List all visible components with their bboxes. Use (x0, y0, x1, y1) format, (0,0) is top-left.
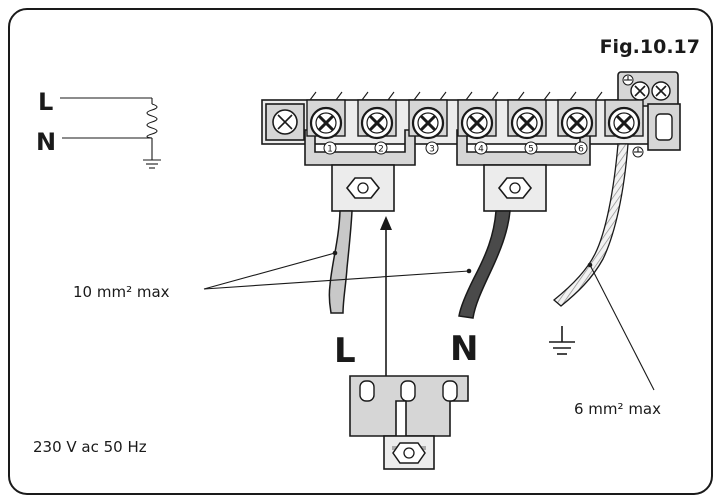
neutral-wire (458, 210, 511, 319)
cable-size-label: 10 mm² max (73, 283, 170, 301)
schematic-line-label: L (38, 88, 53, 116)
live-cable-clamp (331, 164, 395, 212)
arrow-head-icon (380, 216, 392, 230)
terminal-screw-icon (357, 99, 397, 140)
earth-size-label: 6 mm² max (574, 400, 661, 418)
supply-schematic: L N (36, 88, 161, 169)
earth-wire (552, 143, 629, 307)
earth-plate-screw-icon (630, 81, 671, 101)
bridge-nut-icon (392, 442, 426, 464)
svg-text:2: 2 (378, 145, 384, 155)
terminal-number-4: 4 (474, 141, 488, 155)
earth-symbol-icon (549, 326, 575, 355)
schematic-neutral-label: N (36, 128, 56, 156)
earth-marking-icon (622, 74, 634, 86)
terminal-number-5: 5 (524, 141, 538, 155)
figure-title: Fig.10.17 (600, 36, 700, 58)
terminal-number-1: 1 (323, 141, 337, 155)
earth-size-leader (589, 264, 655, 391)
bridge-link-part (349, 375, 469, 470)
svg-text:3: 3 (429, 145, 435, 155)
cable-size-leader-neutral (203, 270, 470, 290)
svg-text:6: 6 (578, 145, 584, 155)
svg-text:1: 1 (327, 145, 333, 155)
bridge-neutral-label: N (450, 329, 478, 369)
terminal-number-3: 3 (425, 141, 439, 155)
neutral-cable-clamp (483, 164, 547, 212)
terminal-number-6: 6 (574, 141, 588, 155)
coil-symbol (146, 103, 158, 139)
supply-rating-label: 230 V ac 50 Hz (33, 438, 147, 456)
terminal-screw-icon (457, 99, 497, 140)
mounting-screw-icon (272, 109, 298, 135)
live-wire (328, 210, 353, 314)
cable-size-leader-live (203, 252, 336, 290)
terminal-screw-icon (408, 99, 448, 140)
terminal-screw-icon (604, 99, 644, 140)
schematic-earth-icon (143, 159, 161, 169)
terminal-screw-icon (557, 99, 597, 140)
terminal-screw-icon (306, 99, 346, 140)
terminal-earth-marking-icon (632, 146, 644, 158)
terminal-screw-icon (507, 99, 547, 140)
terminal-number-2: 2 (374, 141, 388, 155)
svg-text:5: 5 (528, 145, 534, 155)
bridge-live-label: L (334, 331, 356, 371)
svg-text:4: 4 (478, 145, 484, 155)
terminal-block: 1 2 3 4 5 6 (261, 71, 681, 212)
